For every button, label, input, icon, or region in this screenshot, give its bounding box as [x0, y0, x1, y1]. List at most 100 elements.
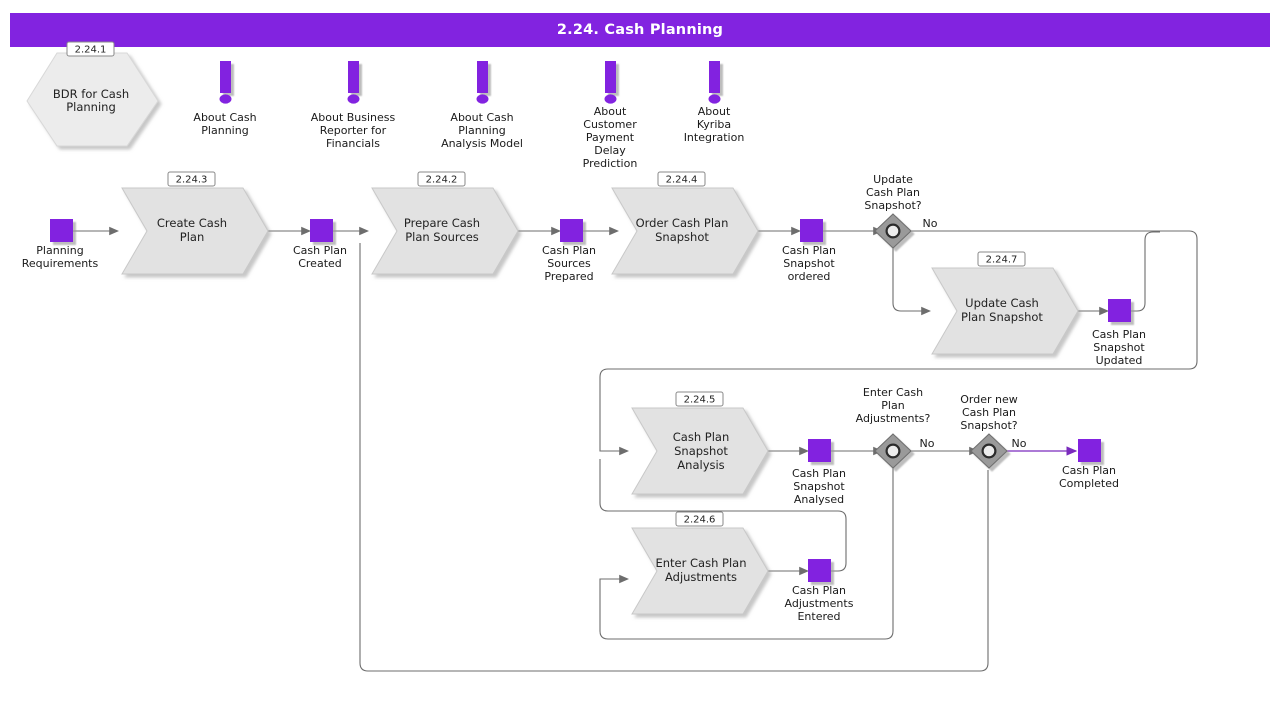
event-label: Sources: [547, 257, 591, 270]
activity-order-cash-plan-snapshot[interactable]: Order Cash Plan Snapshot: [611, 187, 759, 275]
activity-label: Create Cash: [157, 216, 227, 230]
event-cash-plan-snapshot-ordered[interactable]: Cash Plan Snapshot ordered: [782, 219, 836, 283]
gateway-label: Snapshot?: [864, 199, 921, 212]
code-badge-2241: 2.24.1: [66, 41, 115, 57]
annotation-label: Financials: [326, 137, 380, 150]
annotation-label: About Business: [311, 111, 396, 124]
gateway-label: Adjustments?: [856, 412, 931, 425]
code-badge-2246: 2.24.6: [675, 511, 724, 527]
annotation-label: Prediction: [583, 157, 638, 170]
code-badge-2245-text: 2.24.5: [684, 395, 716, 406]
annotation-about-customer-payment-delay-prediction[interactable]: About Customer Payment Delay Prediction: [583, 61, 638, 170]
code-badge-2244: 2.24.4: [657, 171, 706, 187]
page-header-bar: 2.24. Cash Planning: [10, 13, 1270, 47]
bdr-hexagon[interactable]: BDR for Cash Planning: [26, 52, 159, 147]
event-label: Cash Plan: [542, 244, 596, 257]
code-badge-2245: 2.24.5: [675, 391, 724, 407]
activity-label: Plan Snapshot: [961, 310, 1043, 324]
bdr-hexagon-label-line1: BDR for Cash: [53, 87, 129, 101]
event-label: Created: [298, 257, 342, 270]
annotation-label: Planning: [458, 124, 505, 137]
activity-label: Enter Cash Plan: [655, 556, 746, 570]
annotation-about-kyriba-integration[interactable]: About Kyriba Integration: [684, 61, 745, 144]
event-planning-requirements[interactable]: Planning Requirements: [22, 219, 99, 270]
bdr-hexagon-label-line2: Planning: [66, 100, 116, 114]
event-label: Adjustments: [785, 597, 854, 610]
annotation-about-cash-planning[interactable]: About Cash Planning: [193, 61, 257, 137]
event-label: Cash Plan: [792, 584, 846, 597]
activity-create-cash-plan[interactable]: Create Cash Plan: [121, 187, 269, 275]
code-badge-2243: 2.24.3: [167, 171, 216, 187]
gateway-label: Enter Cash: [863, 386, 923, 399]
event-label: Cash Plan: [792, 467, 846, 480]
annotation-label: About Cash: [193, 111, 256, 124]
event-cash-plan-snapshot-updated[interactable]: Cash Plan Snapshot Updated: [1092, 299, 1146, 367]
gateway-branch-label: No: [923, 217, 938, 230]
code-badge-2244-text: 2.24.4: [666, 175, 698, 186]
gateway-branch-label: No: [1012, 437, 1027, 450]
event-label: Snapshot: [1093, 341, 1145, 354]
activity-prepare-cash-plan-sources[interactable]: Prepare Cash Plan Sources: [371, 187, 519, 275]
annotation-label: About Cash: [450, 111, 513, 124]
annotation-label: About: [594, 105, 627, 118]
activity-label: Plan Sources: [405, 230, 479, 244]
gateway-label: Cash Plan: [866, 186, 920, 199]
annotation-about-business-reporter-for-financials[interactable]: About Business Reporter for Financials: [311, 61, 396, 150]
event-label: Requirements: [22, 257, 99, 270]
event-label: Snapshot: [783, 257, 835, 270]
event-cash-plan-completed[interactable]: Cash Plan Completed: [1059, 439, 1119, 490]
annotation-label: Analysis Model: [441, 137, 523, 150]
gateway-update-cash-plan-snapshot[interactable]: Update Cash Plan Snapshot? No: [864, 173, 938, 249]
activity-label: Prepare Cash: [404, 216, 480, 230]
annotation-label: About: [698, 105, 731, 118]
annotation-label: Payment: [586, 131, 635, 144]
event-label: Cash Plan: [1092, 328, 1146, 341]
event-label: Completed: [1059, 477, 1119, 490]
code-badge-2246-text: 2.24.6: [684, 515, 716, 526]
gateway-order-new-cash-plan-snapshot[interactable]: Order new Cash Plan Snapshot? No: [960, 393, 1027, 469]
gateway-enter-cash-plan-adjustments[interactable]: Enter Cash Plan Adjustments? No: [856, 386, 935, 469]
gateway-label: Plan: [881, 399, 904, 412]
event-cash-plan-adjustments-entered[interactable]: Cash Plan Adjustments Entered: [785, 559, 854, 623]
code-badge-2247-text: 2.24.7: [986, 255, 1018, 266]
annotation-label: Customer: [583, 118, 637, 131]
annotation-label: Delay: [594, 144, 626, 157]
event-cash-plan-created[interactable]: Cash Plan Created: [293, 219, 347, 270]
activity-label: Analysis: [677, 458, 724, 472]
activity-cash-plan-snapshot-analysis[interactable]: Cash Plan Snapshot Analysis: [631, 407, 769, 495]
event-label: Entered: [797, 610, 840, 623]
event-label: ordered: [788, 270, 831, 283]
page-title: 2.24. Cash Planning: [556, 22, 724, 38]
code-badge-2242: 2.24.2: [417, 171, 466, 187]
code-badge-2243-text: 2.24.3: [176, 175, 208, 186]
activity-label: Snapshot: [655, 230, 709, 244]
gateway-label: Snapshot?: [960, 419, 1017, 432]
event-cash-plan-sources-prepared[interactable]: Cash Plan Sources Prepared: [542, 219, 596, 283]
event-label: Analysed: [794, 493, 844, 506]
event-label: Cash Plan: [1062, 464, 1116, 477]
gateway-label: Order new: [960, 393, 1018, 406]
activity-label: Plan: [180, 230, 204, 244]
annotation-label: Integration: [684, 131, 745, 144]
code-badge-2247: 2.24.7: [977, 251, 1026, 267]
annotation-label: Kyriba: [697, 118, 731, 131]
event-label: Snapshot: [793, 480, 845, 493]
activity-label: Update Cash: [965, 296, 1039, 310]
activity-enter-cash-plan-adjustments[interactable]: Enter Cash Plan Adjustments: [631, 527, 769, 615]
gateway-label: Cash Plan: [962, 406, 1016, 419]
annotation-label: Planning: [201, 124, 248, 137]
annotation-label: Reporter for: [320, 124, 387, 137]
event-label: Updated: [1096, 354, 1143, 367]
activity-label: Adjustments: [665, 570, 737, 584]
activity-update-cash-plan-snapshot[interactable]: Update Cash Plan Snapshot: [931, 267, 1079, 355]
sequence-flows: [72, 226, 1198, 672]
event-label: Planning: [36, 244, 83, 257]
activity-label: Snapshot: [674, 444, 728, 458]
annotation-about-cash-planning-analysis-model[interactable]: About Cash Planning Analysis Model: [441, 61, 523, 150]
activity-label: Cash Plan: [673, 430, 729, 444]
event-label: Prepared: [544, 270, 593, 283]
event-cash-plan-snapshot-analysed[interactable]: Cash Plan Snapshot Analysed: [792, 439, 846, 506]
code-badge-2242-text: 2.24.2: [426, 175, 458, 186]
event-label: Cash Plan: [293, 244, 347, 257]
